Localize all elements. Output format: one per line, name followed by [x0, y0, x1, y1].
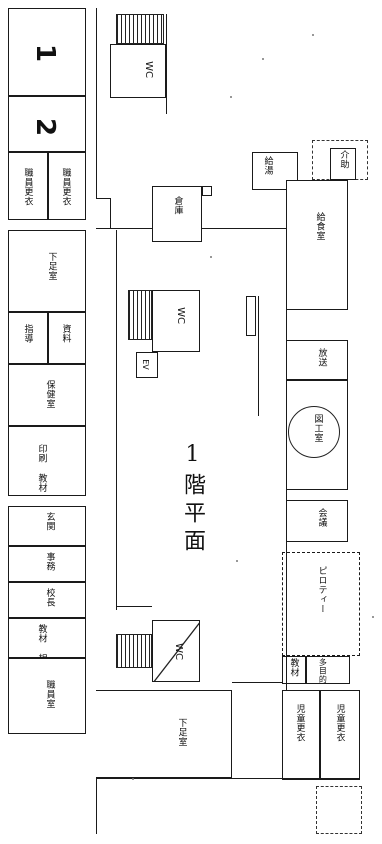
scan-speck — [236, 560, 238, 562]
archive-room — [48, 312, 86, 364]
wall — [96, 778, 360, 780]
child-changing-a-label: 児童更衣 — [294, 704, 305, 742]
small-room-label: 介助 — [338, 150, 349, 169]
office-label: 事務 — [44, 552, 55, 571]
scan-speck — [210, 256, 212, 258]
archive-label: 資料 — [60, 324, 71, 343]
staff-changing-a-label: 職員更衣 — [22, 168, 33, 206]
principal-room — [8, 582, 86, 618]
teacher-consult-room — [8, 618, 86, 658]
health-room — [8, 364, 86, 426]
wc-diagonal-icon — [153, 622, 199, 681]
storage-room — [152, 186, 202, 242]
genkan-left-label: 玄関 — [44, 512, 55, 531]
wall — [116, 606, 152, 608]
dashed-outline-bottom — [316, 786, 362, 834]
stairs-bottom — [116, 634, 152, 668]
scan-speck — [132, 778, 134, 780]
corridor-wall — [110, 198, 112, 228]
room-2 — [8, 96, 86, 152]
scan-speck — [372, 616, 374, 618]
scan-speck — [312, 34, 314, 36]
pilotis — [282, 552, 360, 656]
wall — [258, 296, 260, 416]
meeting-label: 会議 — [316, 508, 327, 527]
genkan-left-room — [8, 506, 86, 546]
scan-speck — [230, 96, 232, 98]
wall — [286, 190, 288, 690]
library-circle — [288, 406, 340, 458]
pilotis-label: ピロティー — [316, 566, 327, 614]
stairs-top — [116, 14, 164, 44]
wc-top — [110, 44, 166, 98]
staff-changing-room-a — [8, 152, 48, 220]
teacher-consult-label: 教材 相談 — [36, 624, 47, 673]
wall — [116, 230, 118, 610]
wall-pillar — [246, 296, 256, 336]
wall — [166, 14, 168, 114]
scan-speck — [262, 58, 264, 60]
print-room — [8, 426, 86, 496]
wc-top-label: WC — [142, 61, 154, 78]
wc-bottom-label: WC — [172, 643, 184, 660]
dept-label: 給湯 — [262, 156, 273, 175]
office-room — [8, 546, 86, 582]
staff-room-label: 職員室 — [44, 680, 55, 709]
dept-room — [252, 152, 298, 190]
small-room — [330, 148, 356, 180]
storage-label: 倉庫 — [172, 196, 183, 215]
child-changing-b-label: 児童更衣 — [334, 704, 345, 742]
multi-wc — [306, 656, 350, 684]
wc-middle — [152, 290, 200, 352]
corridor-wall — [96, 198, 110, 200]
child-changing-a — [282, 690, 320, 780]
broadcast-label: 放送 — [316, 348, 327, 367]
corridor-wall — [96, 734, 98, 834]
supplies-a-label: 教材 — [288, 658, 299, 677]
kitchen-label: 給食室 — [314, 212, 325, 241]
library-label: 図工室 — [312, 414, 323, 443]
elevator — [136, 352, 158, 378]
lockers-bottom — [96, 690, 232, 778]
print-label: 印刷 教材 — [36, 444, 47, 493]
room-1-number: 1 — [30, 43, 61, 63]
wc-middle-label: WC — [174, 307, 186, 324]
principal-label: 校長 — [44, 588, 55, 607]
elevator-label: EV — [140, 359, 150, 370]
staff-changing-room-b — [48, 152, 86, 220]
broadcast-room — [286, 340, 348, 380]
health-room-label: 保健室 — [44, 380, 55, 409]
corridor-wall — [96, 8, 98, 198]
floor-title: 1階平面 — [180, 442, 205, 557]
guidance-room — [8, 312, 48, 364]
room-2-number: 2 — [30, 117, 61, 137]
lockers-bottom-label: 下足室 — [176, 718, 187, 747]
guidance-label: 指導 — [22, 324, 33, 343]
room-1 — [8, 8, 86, 96]
child-changing-b — [320, 690, 360, 780]
stairs-mid — [128, 290, 152, 340]
kitchen — [286, 180, 348, 310]
elevator-box — [202, 186, 212, 196]
wall — [232, 682, 282, 684]
lockers-left — [8, 230, 86, 312]
staff-changing-b-label: 職員更衣 — [60, 168, 71, 206]
lockers-left-label: 下足室 — [46, 252, 57, 281]
staff-room — [8, 658, 86, 734]
multi-wc-label: 多目的 WC — [318, 658, 328, 712]
wc-bottom — [152, 620, 200, 682]
